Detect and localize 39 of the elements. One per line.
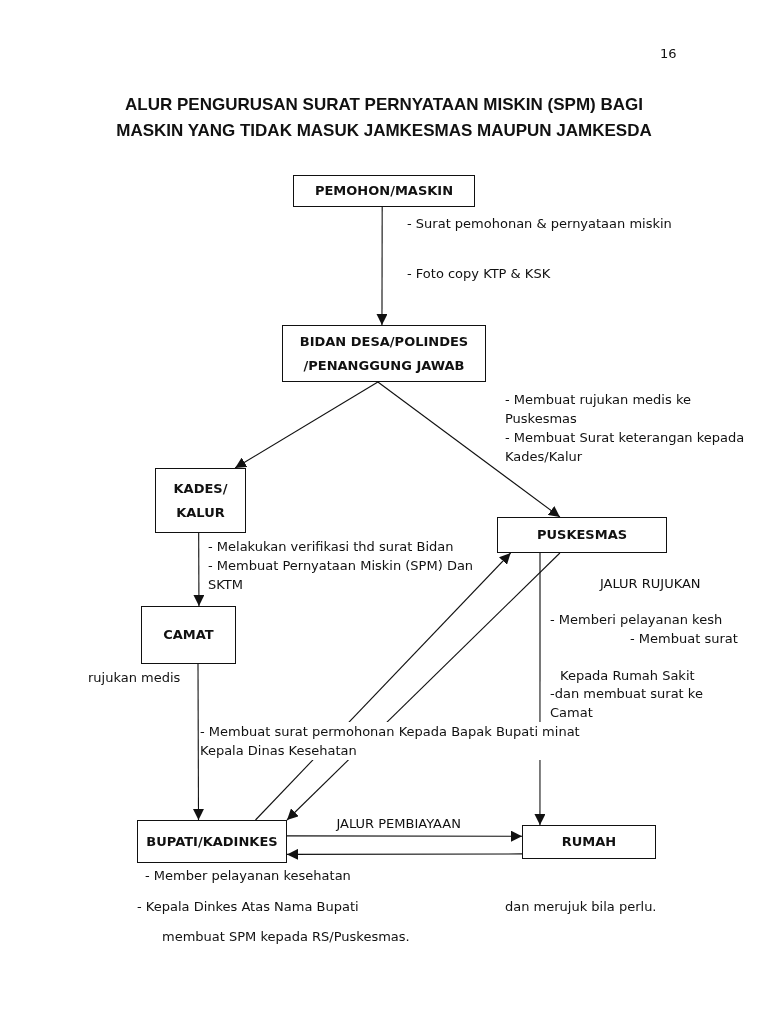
- note-text: membuat SPM kepada RS/Puskesmas.: [162, 928, 411, 946]
- note-text: - Membuat Surat keterangan kepada Kades/Kalur: [505, 429, 746, 466]
- note-text: JALUR RUJUKAN: [600, 575, 702, 593]
- box-label: PEMOHON/MASKIN: [314, 182, 454, 200]
- note-text: rujukan medis: [88, 669, 182, 687]
- note-text: - Member pelayanan kesehatan: [145, 867, 352, 885]
- process-box: [293, 175, 475, 207]
- box-label: BUPATI/KADINKES: [146, 832, 278, 851]
- title: ALUR PENGURUSAN SURAT PERNYATAAN MISKIN (SPM) BAGI MASKIN YANG TIDAK MASUK JAMKESMAS MAUPUN JAMKESDA: [115, 94, 653, 142]
- note-text: - Membuat rujukan medis ke Puskesmas: [505, 391, 692, 428]
- note-text: - Foto copy KTP & KSK: [407, 265, 552, 283]
- note-text: - Surat pemohonan & pernyataan miskin: [407, 215, 673, 233]
- arrow: [286, 848, 523, 860]
- arrow: [193, 532, 205, 607]
- box-label: CAMAT: [163, 626, 214, 644]
- box-label: RUMAH: [561, 833, 617, 851]
- note-text: - Membuat Pernyataan Miskin (SPM) Dan SKTM: [208, 557, 475, 594]
- note-text: - Melakukan verifikasi thd surat Bidan: [208, 538, 455, 556]
- note-text: dan merujuk bila perlu.: [505, 898, 658, 916]
- note-text: - Membuat surat: [630, 630, 739, 648]
- box-label: BIDAN DESA/POLINDES /PENANGGUNG JAWAB: [298, 332, 470, 375]
- page-number: 16: [660, 45, 677, 63]
- box-label: PUSKESMAS: [536, 526, 628, 544]
- arrow: [376, 206, 388, 326]
- process-box: [282, 325, 486, 382]
- arrow: [286, 830, 523, 842]
- arrow: [377, 381, 561, 518]
- note-text: Kepada Rumah Sakit: [560, 667, 696, 685]
- arrow: [234, 381, 379, 469]
- box-label: KADES/ KALUR: [172, 479, 229, 522]
- process-box: [141, 606, 236, 664]
- process-box: [522, 825, 656, 859]
- process-box: [497, 517, 667, 553]
- arrow: [192, 663, 204, 821]
- process-box: [137, 820, 287, 863]
- note-text: - Memberi pelayanan kesh: [550, 611, 724, 629]
- process-box: [155, 468, 246, 533]
- note-text: -dan membuat surat ke Camat: [550, 685, 704, 722]
- note-text: - Kepala Dinkes Atas Nama Bupati: [137, 898, 360, 916]
